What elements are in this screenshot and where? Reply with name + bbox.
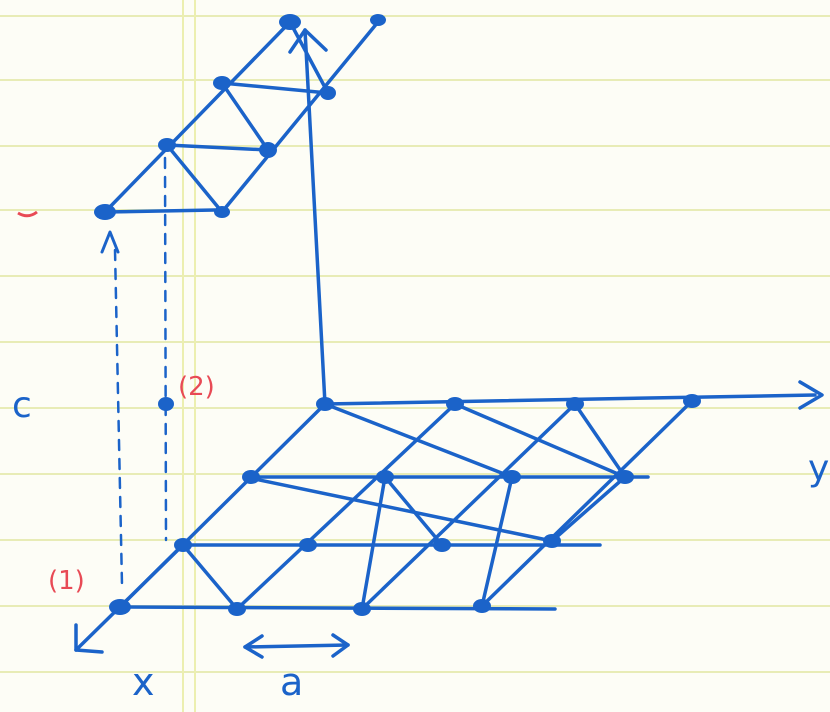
x-axis-label: x bbox=[132, 660, 155, 704]
y-axis-label: y bbox=[808, 448, 830, 489]
spacing-arrow bbox=[243, 633, 350, 659]
lattice-sites bbox=[94, 14, 701, 616]
top-lattice bbox=[103, 20, 380, 214]
spacing-label: a bbox=[280, 660, 304, 704]
c-axis bbox=[303, 28, 327, 406]
x-axis-arrowhead bbox=[74, 623, 104, 654]
site-2-projection bbox=[158, 397, 174, 411]
projection-line-1 bbox=[113, 248, 124, 587]
x-axis bbox=[74, 543, 185, 652]
projection-arrowhead bbox=[100, 230, 120, 254]
projection-line-2 bbox=[163, 156, 168, 542]
c-axis-arrowhead bbox=[288, 28, 328, 54]
site-1-label: (1) bbox=[48, 566, 85, 596]
red-mark bbox=[17, 210, 38, 218]
site-2-label: (2) bbox=[178, 372, 215, 402]
bottom-lattice bbox=[118, 393, 817, 611]
projection-lines bbox=[113, 156, 168, 587]
c-axis-label: c bbox=[12, 385, 32, 426]
ruled-lines bbox=[0, 15, 830, 673]
y-axis-arrowhead bbox=[798, 380, 824, 410]
